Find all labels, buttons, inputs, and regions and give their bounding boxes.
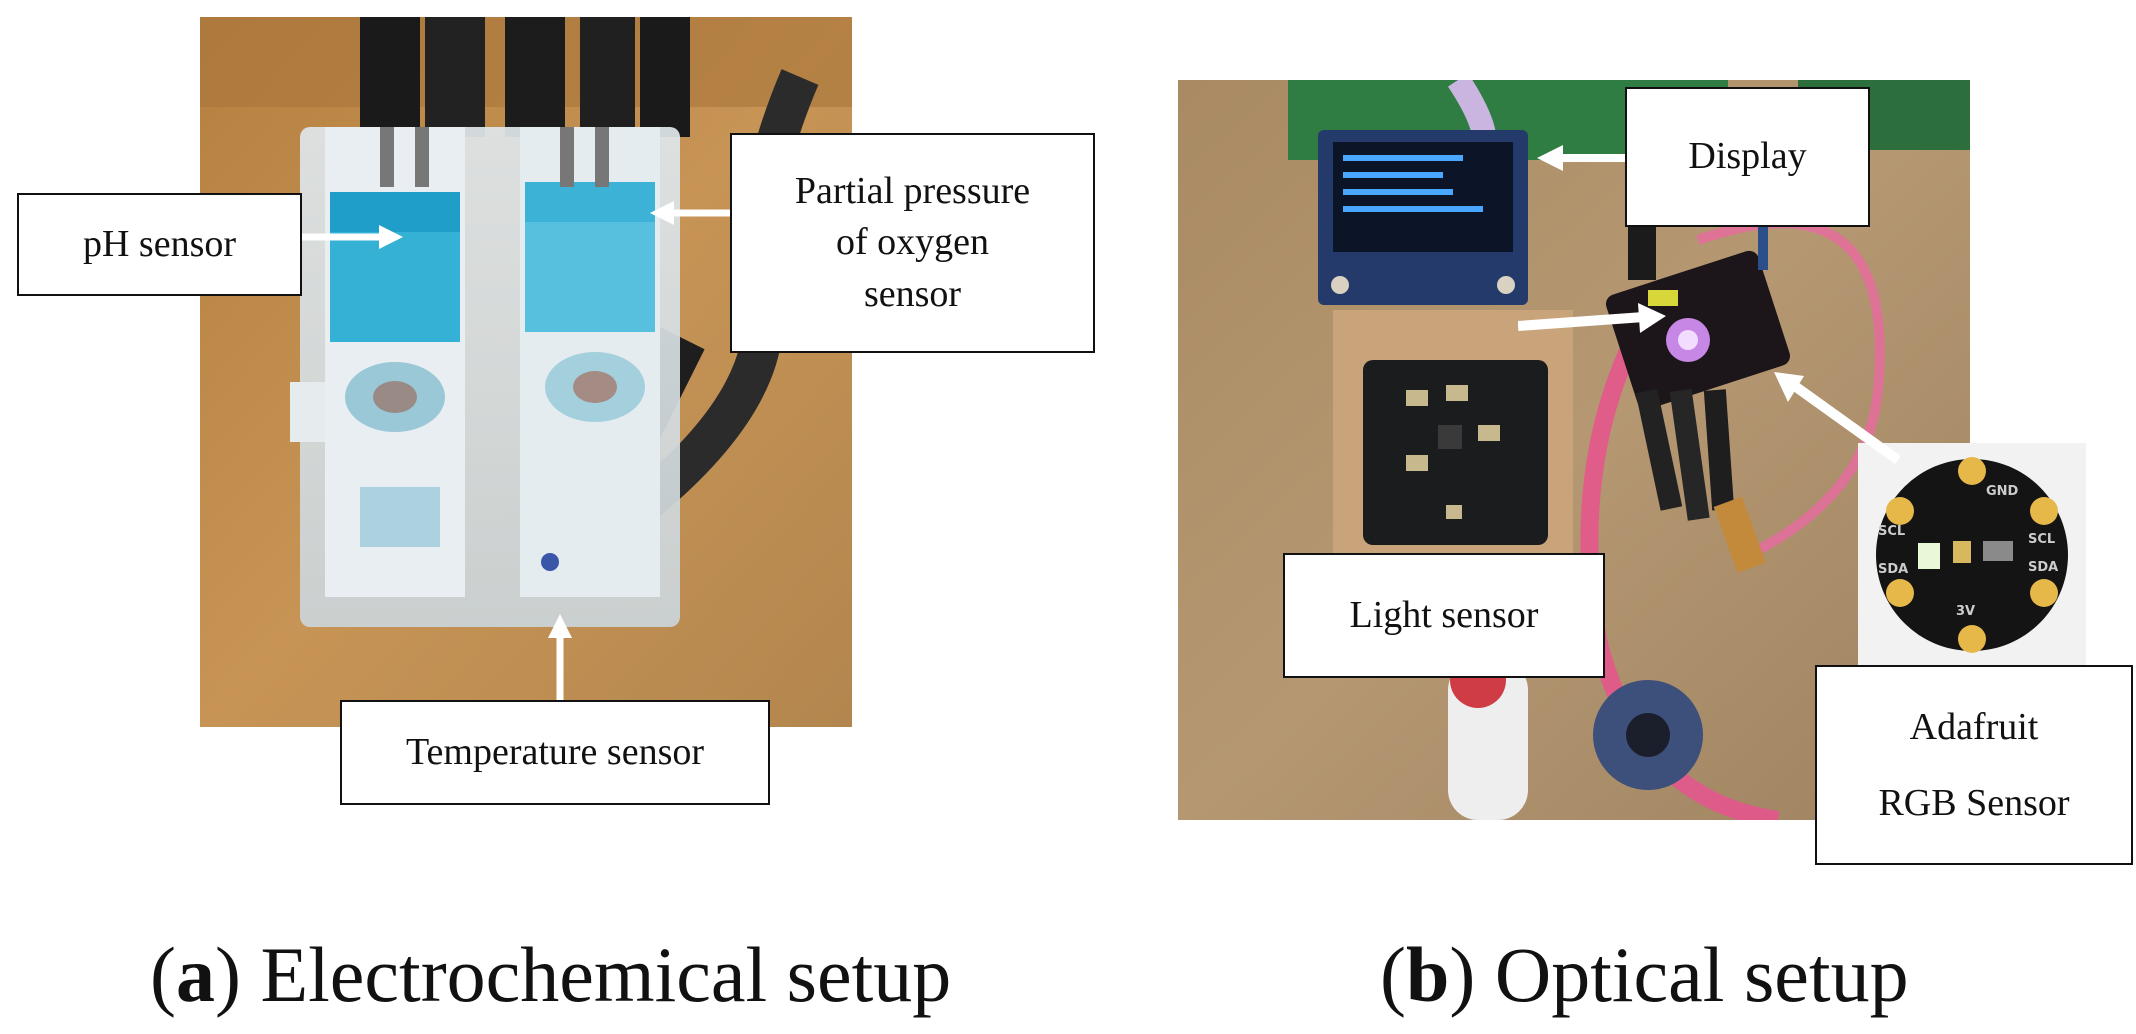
rgb-board-scl-left-text: SCL xyxy=(1878,524,1905,539)
display-label: Display xyxy=(1625,87,1870,227)
rgb-sensor-label-line1: Adafruit xyxy=(1909,706,2039,748)
light-sensor-label-text: Light sensor xyxy=(1349,593,1539,636)
rgb-sensor-inset-photo: GND SCL SDA SCL SDA 3V xyxy=(1858,443,2086,668)
temperature-sensor-label: Temperature sensor xyxy=(340,700,770,805)
caption-a-text: Electrochemical setup xyxy=(260,931,952,1018)
rgb-sensor-label-line2: RGB Sensor xyxy=(1878,782,2070,824)
arrow-to-ph-sensor xyxy=(295,225,403,249)
arrow-to-rgb-sensor xyxy=(1774,372,1900,465)
oxygen-sensor-label-line3: sensor xyxy=(863,272,962,315)
rgb-board-scl-right-text: SCL xyxy=(2028,532,2055,547)
ph-sensor-label-text: pH sensor xyxy=(82,222,237,265)
oxygen-sensor-label: Partial pressure of oxygen sensor xyxy=(730,133,1095,353)
caption-b-letter: b xyxy=(1405,931,1450,1018)
caption-electrochemical-setup: (a) Electrochemical setup xyxy=(150,931,952,1018)
caption-a-letter: a xyxy=(175,931,215,1018)
arrow-to-temperature-sensor xyxy=(548,614,572,702)
electrochemical-setup-photo xyxy=(200,17,852,727)
rgb-board-3v-text: 3V xyxy=(1956,604,1975,619)
arrow-to-light-sensor-housing xyxy=(1518,303,1666,333)
rgb-board-gnd-text: GND xyxy=(1986,484,2019,499)
caption-b-text: Optical setup xyxy=(1494,931,1909,1018)
light-sensor-label: Light sensor xyxy=(1283,553,1605,678)
rgb-board-sda-right-text: SDA xyxy=(2028,560,2058,575)
ph-sensor-label: pH sensor xyxy=(17,193,302,296)
temperature-sensor-label-text: Temperature sensor xyxy=(405,730,705,773)
display-label-text: Display xyxy=(1688,135,1807,178)
rgb-board-sda-left-text: SDA xyxy=(1878,562,1908,577)
caption-optical-setup: (b) Optical setup xyxy=(1380,931,1909,1018)
oxygen-sensor-label-line2: of oxygen xyxy=(835,221,990,264)
oxygen-sensor-label-line1: Partial pressure xyxy=(794,170,1031,213)
rgb-sensor-label: Adafruit RGB Sensor xyxy=(1815,665,2133,865)
